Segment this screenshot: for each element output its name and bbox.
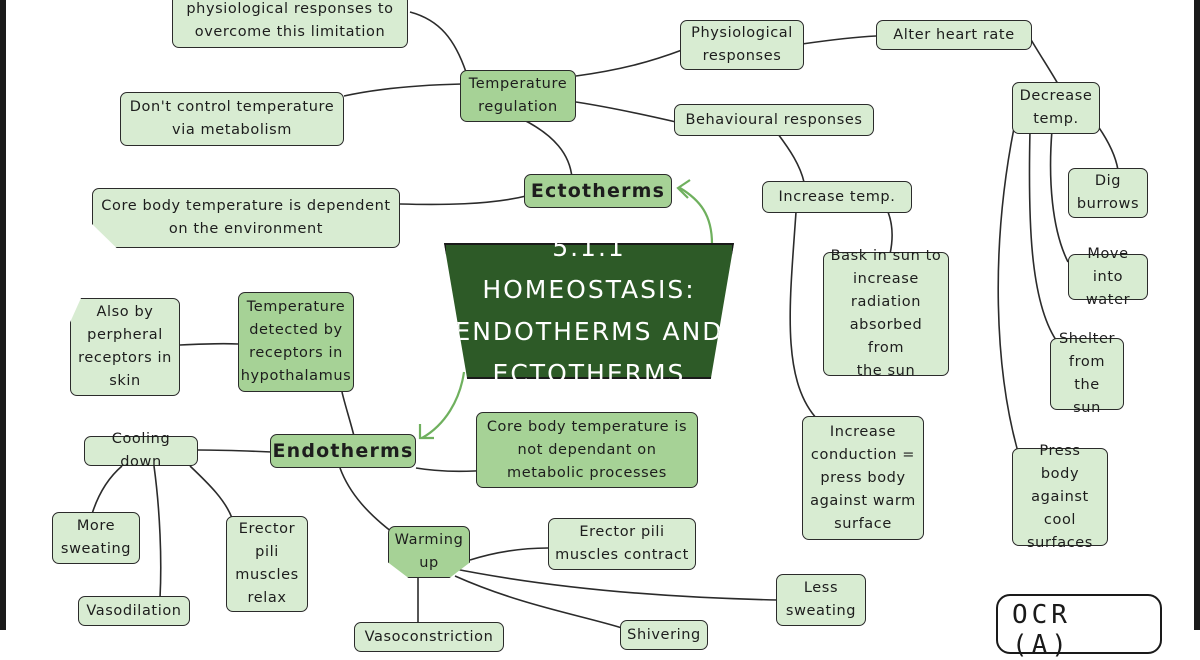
- more-sweating-node: More sweating: [52, 512, 140, 564]
- temp-regulation-node: Temperature regulation: [460, 70, 576, 122]
- link-behav-increase: [777, 133, 805, 183]
- link-endo-detected: [341, 391, 355, 437]
- ocr-logo: OCR (A): [996, 594, 1162, 660]
- link-increase-bask: [887, 211, 893, 255]
- link-physio-alter: [801, 35, 877, 45]
- peripheral-node: Also by perpheral receptors in skin: [70, 298, 180, 396]
- ecto-core-temp-node: Core body temperature is dependent on th…: [92, 188, 400, 248]
- erector-relax-node: Erector pili muscles relax: [226, 516, 308, 612]
- page-border-right: [1194, 0, 1200, 630]
- vasoconstriction-node: Vasoconstriction: [354, 622, 504, 652]
- dig-burrows-node: Dig burrows: [1068, 168, 1148, 218]
- central-title: 5.1.1 HOMEOSTASIS: ENDOTHERMS AND ECTOTH…: [444, 243, 734, 379]
- shivering-node: Shivering: [620, 620, 708, 650]
- erector-contract-node: Erector pili muscles contract: [548, 518, 696, 570]
- arrow-to-endotherms: [421, 371, 466, 439]
- no-metabolism-node: Don't control temperature via metabolism: [120, 92, 344, 146]
- link-warming-erector: [469, 547, 549, 561]
- move-water-node: Move into water: [1068, 246, 1148, 308]
- detected-node: Temperature detected by receptors in hyp…: [238, 292, 354, 392]
- link-tempreg-physio: [575, 49, 683, 77]
- link-warming-shiver: [454, 575, 623, 629]
- physiological-node: Physiological responses: [680, 20, 804, 70]
- cooling-node: Cooling down: [84, 431, 198, 470]
- link-tempreg-nometab: [343, 83, 463, 97]
- ectotherms-node: Ectotherms: [524, 174, 672, 208]
- conduction-node: Increase conduction = press body against…: [802, 416, 924, 540]
- link-increase-conduction: [789, 211, 819, 421]
- vasodilation-node: Vasodilation: [78, 596, 190, 626]
- connector-lines: [91, 11, 1119, 630]
- link-cooling-erector: [189, 465, 233, 519]
- decrease-temp-node: Decrease temp.: [1012, 82, 1100, 134]
- page-border-left: [0, 0, 6, 630]
- link-decrease-shelter: [1028, 129, 1057, 341]
- warming-node: Warming up: [388, 526, 470, 578]
- endo-core-temp-node: Core body temperature is not dependant o…: [476, 412, 698, 488]
- link-alter-decrease: [1029, 37, 1059, 85]
- link-ecto-tempreg: [519, 117, 573, 179]
- bask-node: Bask in sun to increase radiation absorb…: [823, 248, 949, 379]
- endotherms-node: Endotherms: [270, 434, 416, 468]
- press-cool-node: Press body against cool surfaces: [1012, 443, 1108, 551]
- link-detected-peripheral: [179, 342, 239, 346]
- shelter-sun-node: Shelter from the sun: [1050, 331, 1124, 416]
- alter-heart-rate-node: Alter heart rate: [876, 20, 1032, 50]
- arrow-to-ectotherms-head: [676, 179, 691, 199]
- link-cooling-vaso: [153, 465, 162, 599]
- link-cooling-sweat: [91, 465, 123, 515]
- link-endo-warming: [339, 467, 393, 533]
- link-decrease-move: [1049, 129, 1069, 263]
- less-sweating-node: Less sweating: [776, 574, 866, 626]
- link-tempreg-physiolimit: [409, 11, 467, 73]
- link-endo-cooling: [197, 449, 273, 453]
- link-tempreg-behav: [575, 101, 677, 123]
- increase-temp-node: Increase temp.: [762, 181, 912, 213]
- link-ecto-core: [399, 195, 527, 206]
- behavioural-node: Behavioural responses: [674, 104, 874, 136]
- link-warming-less: [449, 567, 779, 601]
- physio-limit-node: physiological responses to overcome this…: [172, 0, 408, 48]
- arrow-to-ectotherms: [679, 187, 714, 245]
- link-decrease-press: [997, 127, 1019, 453]
- arrow-to-endotherms-head: [418, 424, 434, 440]
